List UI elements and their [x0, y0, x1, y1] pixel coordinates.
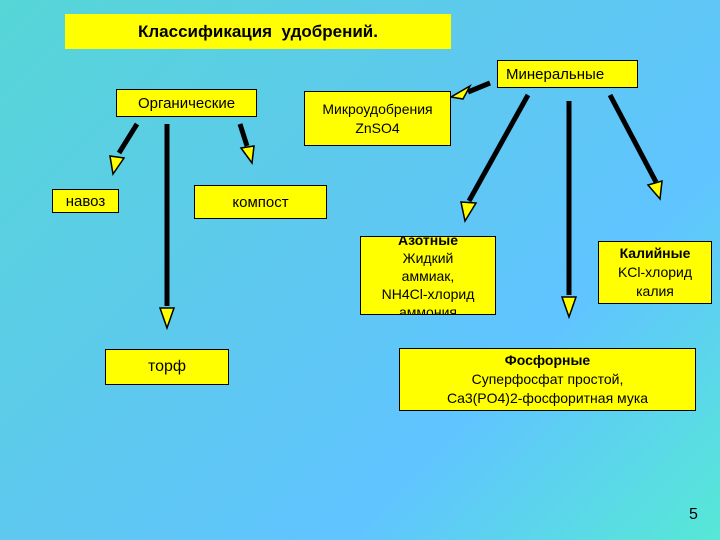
azot-line2: аммиак, — [401, 268, 455, 284]
navoz-node: навоз — [52, 189, 119, 213]
page-number: 5 — [689, 506, 698, 523]
azot-node: Азотные Жидкий аммиак, NH4Cl-хлорид аммо… — [360, 236, 496, 315]
azot-line4: аммония — [399, 304, 457, 315]
kompost-node: компост — [194, 185, 327, 219]
arrowhead-navoz — [109, 155, 126, 176]
organic-label: Органические — [137, 94, 236, 112]
title-text: Классификация удобрений. — [138, 21, 378, 41]
arrowhead-kali — [646, 179, 663, 201]
azot-line1: Жидкий — [402, 250, 454, 266]
torf-node: торф — [105, 349, 229, 385]
azot-line3: NH4Cl-хлорид — [381, 286, 475, 302]
kali-node: Калийные KCl-хлорид калия — [598, 241, 712, 304]
kali-line1: KCl-хлорид — [617, 264, 693, 280]
arrow-mineral-micro — [467, 80, 491, 95]
micro-line1: Микроудобрения — [322, 100, 433, 117]
arrow-mineral-kali — [607, 93, 659, 184]
page-title: Классификация удобрений. — [65, 14, 451, 49]
arrowhead-micro — [448, 84, 472, 100]
micro-node: Микроудобрения ZnSO4 — [304, 91, 451, 146]
fosf-line2: Ca3(PO4)2-фосфоритная мука — [446, 390, 649, 406]
organic-node: Органические — [116, 89, 257, 117]
fosf-node: Фосфорные Суперфосфат простой, Ca3(PO4)2… — [399, 348, 696, 411]
arrowhead-azot — [460, 201, 478, 224]
fosf-heading: Фосфорные — [504, 352, 591, 368]
kompost-label: компост — [232, 193, 289, 211]
arrow-organic-navoz — [116, 122, 140, 155]
fosf-line1: Суперфосфат простой, — [471, 371, 624, 387]
torf-label: торф — [147, 358, 187, 375]
azot-heading: Азотные — [398, 236, 458, 248]
mineral-node: Минеральные — [497, 60, 638, 88]
kali-heading: Калийные — [619, 245, 691, 261]
kali-line2: калия — [636, 283, 674, 299]
arrowhead-torf — [158, 307, 176, 331]
micro-line2: ZnSO4 — [355, 119, 400, 136]
arrowhead-fosf — [560, 296, 578, 320]
arrow-mineral-azot — [466, 93, 531, 203]
arrow-organic-kompost — [237, 123, 250, 147]
arrowhead-kompost — [239, 145, 255, 165]
navoz-label: навоз — [65, 192, 106, 210]
mineral-label: Минеральные — [506, 65, 605, 83]
